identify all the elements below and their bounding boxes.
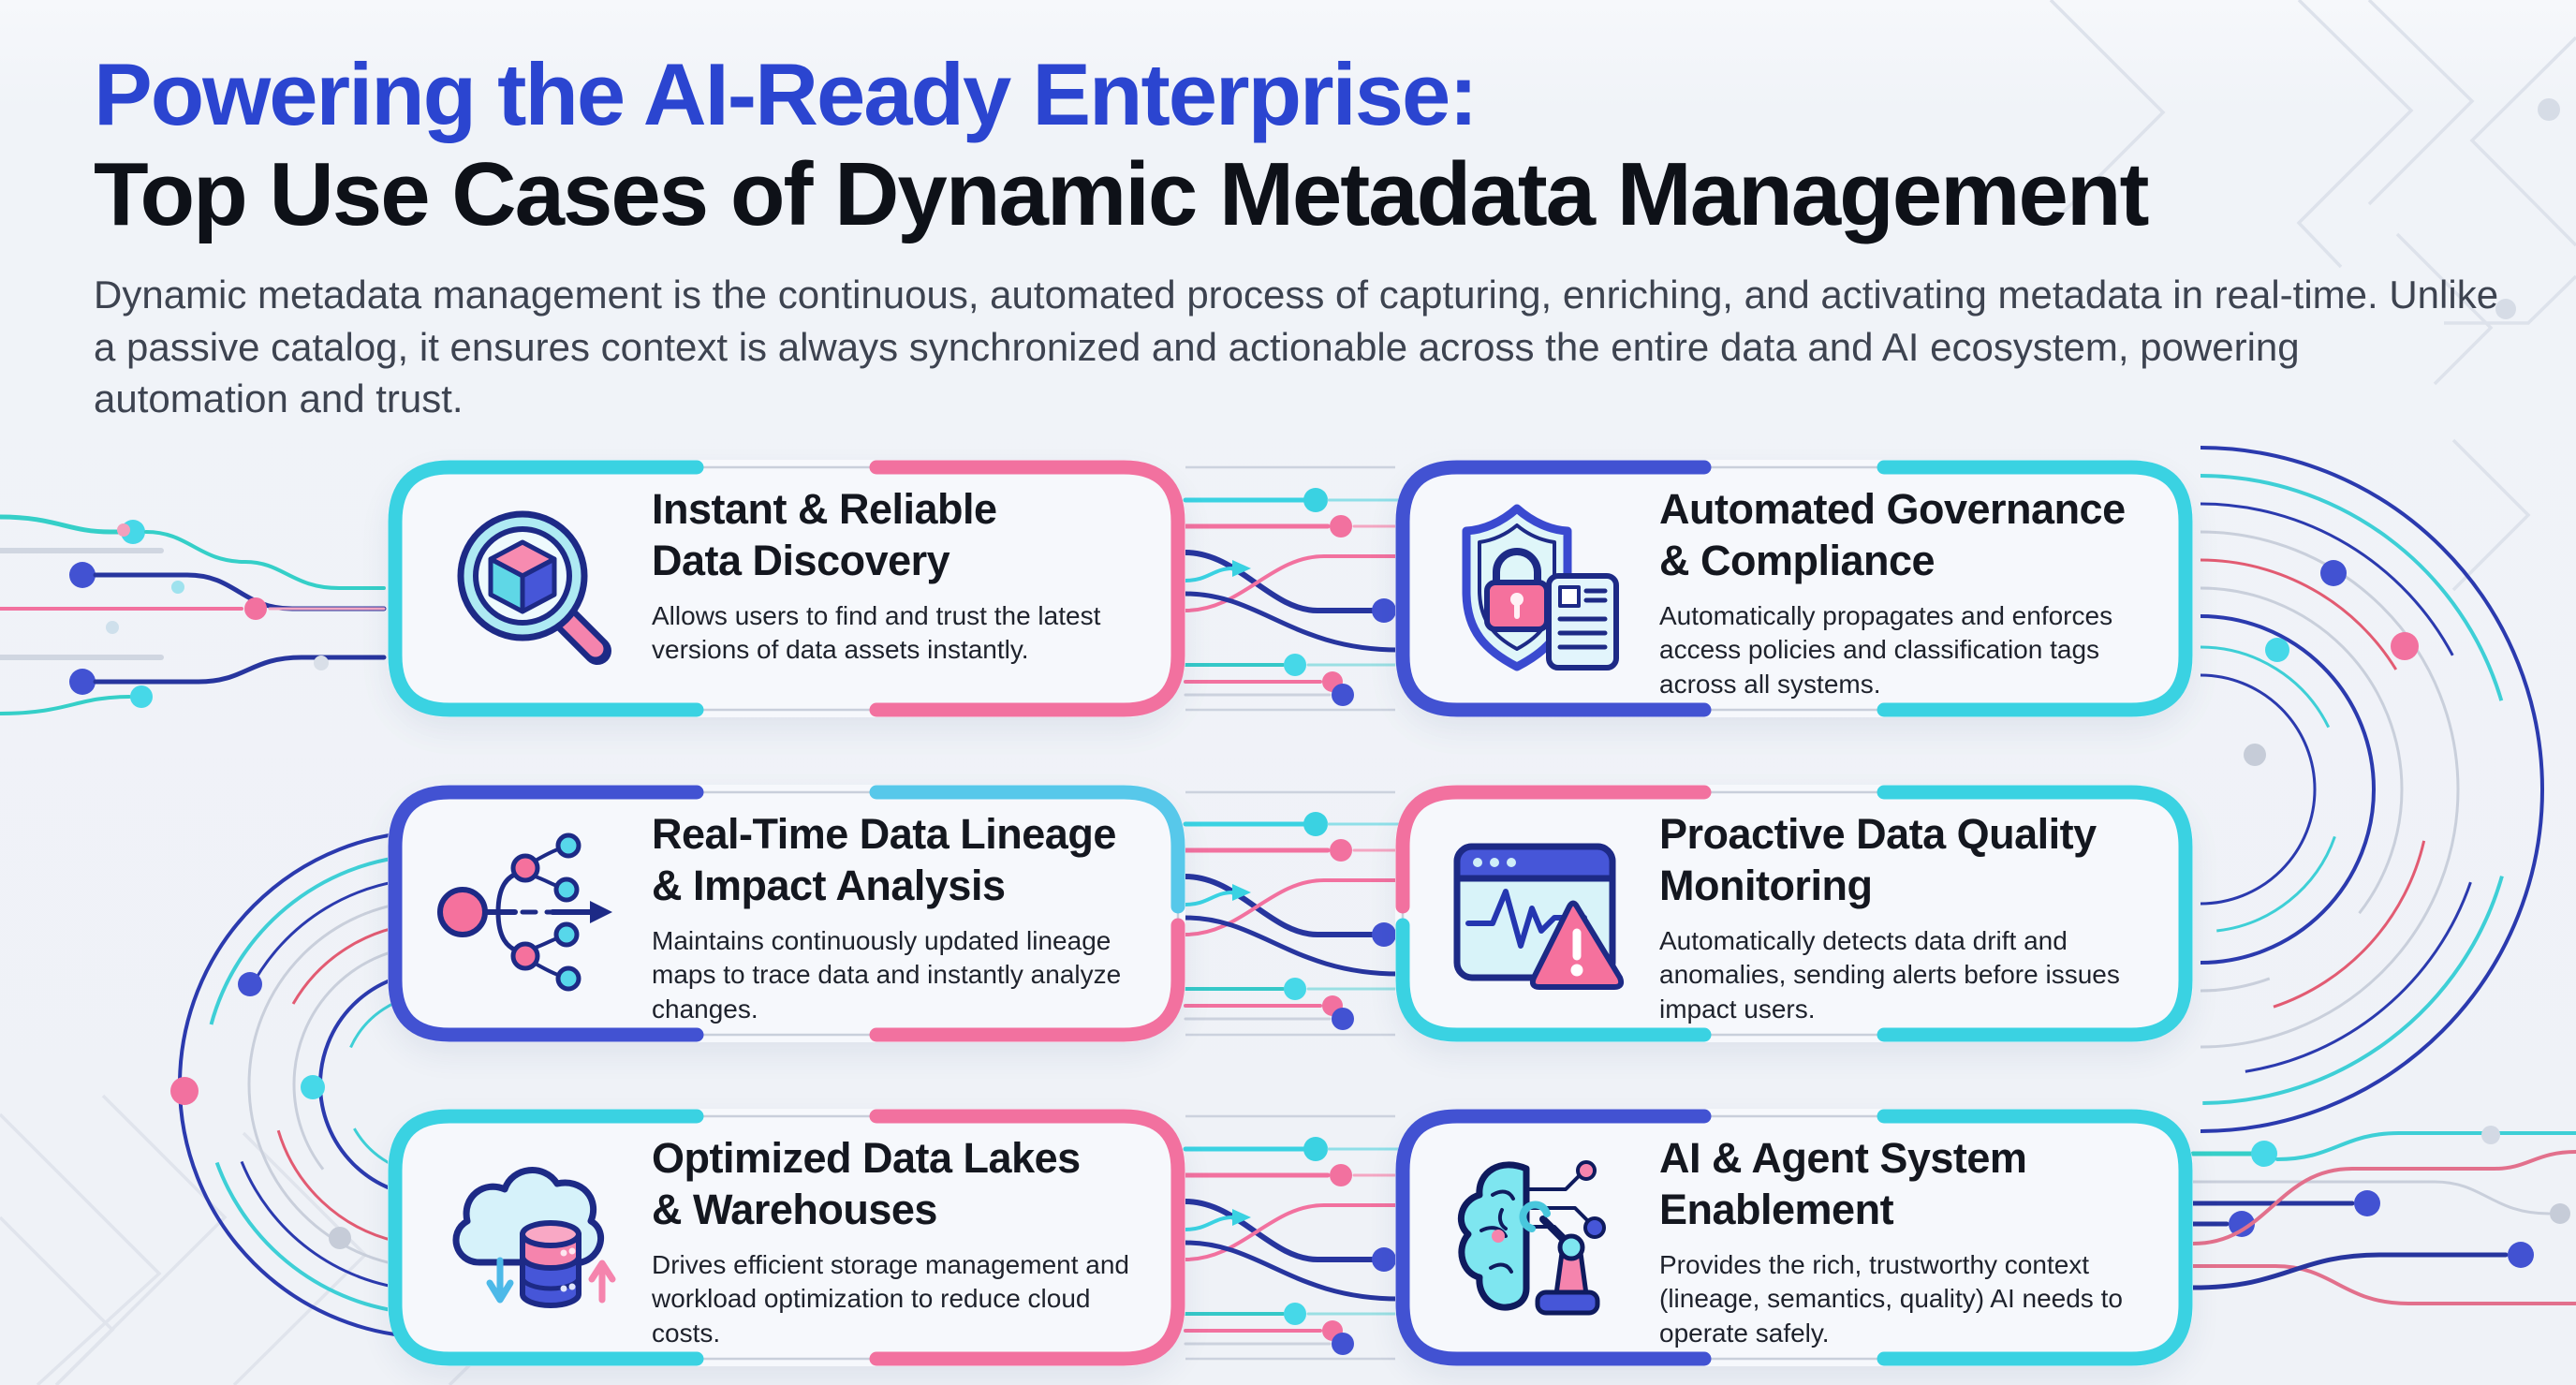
page-title-line2: Top Use Cases of Dynamic Metadata Manage… xyxy=(94,144,2150,245)
card-body: Instant & Reliable Data Discovery Allows… xyxy=(652,484,1162,668)
card-description: Automatically propagates and enforces ac… xyxy=(1659,600,2113,699)
use-case-card-5: Optimized Data Lakes & Warehouses Drives… xyxy=(388,1109,1185,1366)
card-title: Automated Governance & Compliance xyxy=(1659,484,2170,587)
shield-lock-icon xyxy=(1444,494,1631,681)
card-body: Real-Time Data Lineage & Impact Analysis… xyxy=(652,809,1162,1026)
brain-robot-icon xyxy=(1457,1160,1606,1316)
search-cube-icon xyxy=(436,494,624,681)
use-case-card-3: Real-Time Data Lineage & Impact Analysis… xyxy=(388,785,1185,1042)
card-title-line2: & Impact Analysis xyxy=(652,861,1006,909)
card-title-line1: Instant & Reliable xyxy=(652,485,997,533)
card-title-line1: Proactive Data Quality xyxy=(1659,810,2097,858)
lineage-graph-icon xyxy=(436,818,624,1006)
monitor-alert-icon xyxy=(1453,843,1625,990)
use-case-card-6: AI & Agent System Enablement Provides th… xyxy=(1395,1109,2193,1366)
card-description: Allows users to find and trust the lates… xyxy=(652,600,1101,665)
card-title-line1: Automated Governance xyxy=(1659,485,2126,533)
card-title-line2: Monitoring xyxy=(1659,861,1873,909)
brain-robot-icon xyxy=(1444,1142,1631,1330)
cloud-database-icon xyxy=(452,1167,616,1308)
card-title-line2: & Warehouses xyxy=(652,1185,937,1233)
card-title-line1: AI & Agent System xyxy=(1659,1134,2027,1182)
header: Powering the AI-Ready Enterprise: Top Us… xyxy=(94,45,2528,425)
card-body: Automated Governance & Compliance Automa… xyxy=(1659,484,2170,701)
card-title-line1: Real-Time Data Lineage xyxy=(652,810,1116,858)
card-title-line2: Data Discovery xyxy=(652,536,950,584)
card-description: Provides the rich, trustworthy context (… xyxy=(1659,1249,2123,1348)
card-description: Automatically detects data drift and ano… xyxy=(1659,925,2120,1024)
card-title: Real-Time Data Lineage & Impact Analysis xyxy=(652,809,1162,912)
card-border-decoration xyxy=(388,1109,1185,1366)
card-title-line2: & Compliance xyxy=(1659,536,1936,584)
card-title: Instant & Reliable Data Discovery xyxy=(652,484,1162,587)
lineage-graph-icon xyxy=(437,832,612,992)
page-title-line1: Powering the AI-Ready Enterprise: xyxy=(94,45,1479,143)
card-title-line2: Enablement xyxy=(1659,1185,1894,1233)
card-title: Proactive Data Quality Monitoring xyxy=(1659,809,2170,912)
card-border-decoration xyxy=(1395,460,2193,717)
page-title: Powering the AI-Ready Enterprise: Top Us… xyxy=(94,45,2528,246)
card-title-line1: Optimized Data Lakes xyxy=(652,1134,1081,1182)
use-case-card-2: Automated Governance & Compliance Automa… xyxy=(1395,460,2193,717)
card-body: Proactive Data Quality Monitoring Automa… xyxy=(1659,809,2170,1026)
card-body: Optimized Data Lakes & Warehouses Drives… xyxy=(652,1133,1162,1350)
card-title: Optimized Data Lakes & Warehouses xyxy=(652,1133,1162,1236)
use-case-card-1: Instant & Reliable Data Discovery Allows… xyxy=(388,460,1185,717)
use-case-card-4: Proactive Data Quality Monitoring Automa… xyxy=(1395,785,2193,1042)
card-border-decoration xyxy=(388,785,1185,1042)
shield-lock-icon xyxy=(1462,504,1619,671)
card-title: AI & Agent System Enablement xyxy=(1659,1133,2170,1236)
card-description: Maintains continuously updated lineage m… xyxy=(652,925,1122,1024)
search-cube-icon xyxy=(457,510,611,665)
card-description: Drives efficient storage management and … xyxy=(652,1249,1129,1348)
card-border-decoration xyxy=(388,460,1185,717)
card-border-decoration xyxy=(1395,1109,2193,1366)
card-body: AI & Agent System Enablement Provides th… xyxy=(1659,1133,2170,1350)
page-subtitle: Dynamic metadata management is the conti… xyxy=(94,272,2499,421)
monitor-alert-icon xyxy=(1444,818,1631,1006)
cloud-database-icon xyxy=(436,1142,624,1330)
card-border-decoration xyxy=(1395,785,2193,1042)
